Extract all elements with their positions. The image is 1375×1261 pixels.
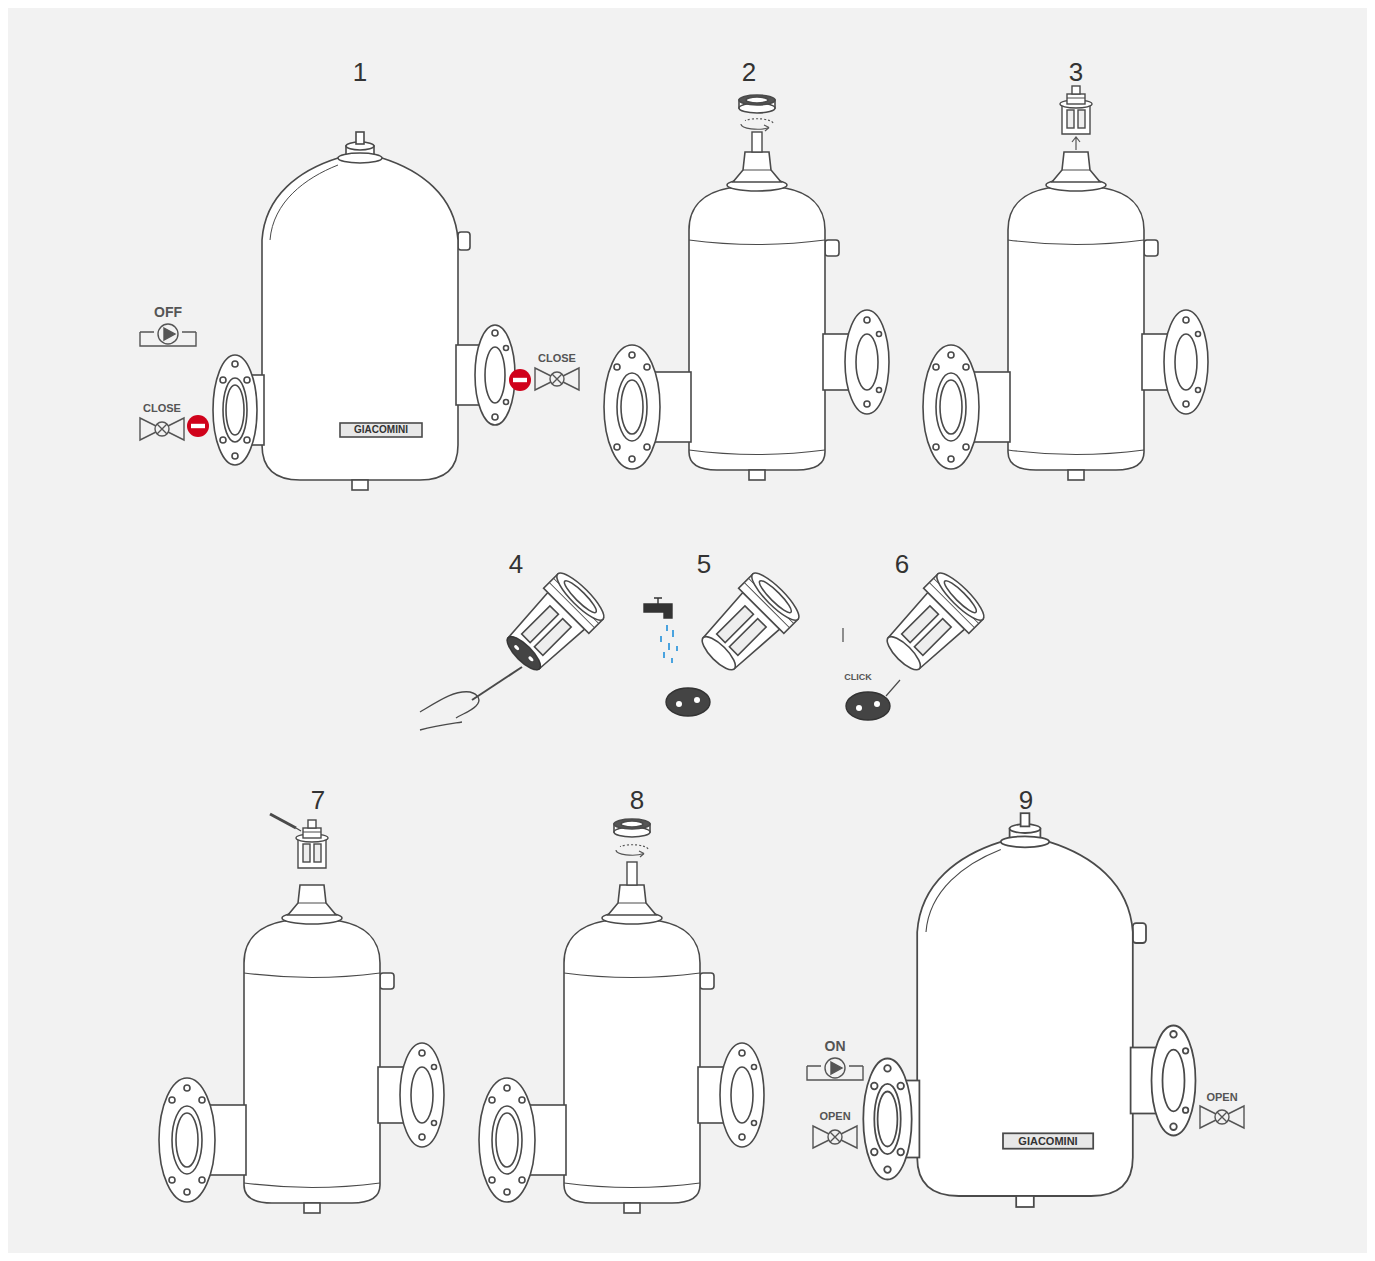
step-number: 6 — [895, 551, 909, 577]
step-number: 9 — [1019, 787, 1033, 813]
valve-state: OPEN — [819, 1111, 850, 1122]
pump-state: ON — [825, 1039, 846, 1053]
step-number: 4 — [509, 551, 523, 577]
brand-logo: GIACOMINI — [1018, 1136, 1077, 1147]
click-note: CLICK — [844, 673, 872, 682]
step-number: 3 — [1069, 59, 1083, 85]
pump-state: OFF — [154, 305, 182, 319]
brand-logo: GIACOMINI — [354, 425, 408, 435]
step-number: 8 — [630, 787, 644, 813]
step-number: 2 — [742, 59, 756, 85]
valve-state: CLOSE — [538, 353, 576, 364]
step-number: 7 — [311, 787, 325, 813]
valve-state: OPEN — [1206, 1092, 1237, 1103]
valve-state: CLOSE — [143, 403, 181, 414]
step-number: 5 — [697, 551, 711, 577]
step-number: 1 — [353, 59, 367, 85]
